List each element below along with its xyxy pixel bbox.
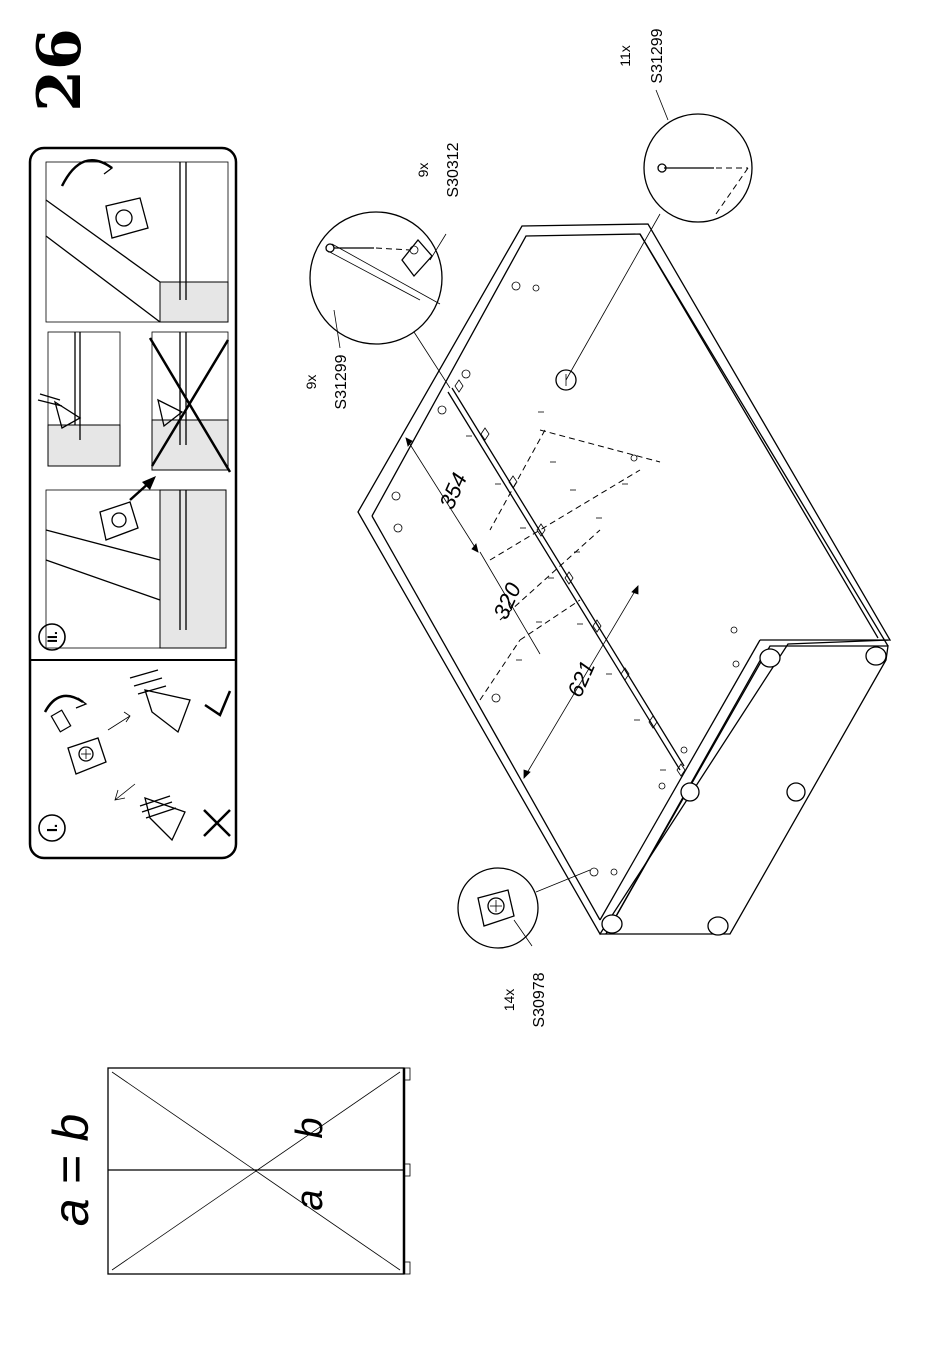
diagonal-label-a: a (289, 1189, 331, 1210)
callout-cam-code: S30978 (531, 972, 548, 1027)
step-number: 26 (25, 28, 95, 112)
detail-cam (458, 868, 590, 948)
diagonal-label-b: b (289, 1117, 331, 1138)
callout-nail-left-qty: 9x (303, 375, 319, 390)
svg-text:9x: 9x (415, 163, 431, 178)
callout-cam-qty: 14x (501, 989, 517, 1012)
svg-text:9x: 9x (303, 375, 319, 390)
svg-text:b: b (289, 1117, 331, 1138)
panel-2-label: II. (39, 624, 65, 650)
svg-text:I.: I. (44, 824, 61, 832)
svg-text:S30978: S30978 (531, 972, 548, 1027)
callout-nail-left-code: S31299 (333, 354, 350, 409)
dimension-354: 354 (434, 469, 472, 513)
panel-1-label: I. (39, 815, 65, 841)
svg-text:a = b: a = b (43, 1114, 99, 1227)
svg-text:14x: 14x (501, 989, 517, 1012)
svg-text:11x: 11x (617, 45, 633, 67)
cabinet-isometric (358, 224, 890, 935)
diagonal-check-diagram (108, 1068, 410, 1274)
callout-connector-qty: 9x (415, 163, 431, 178)
callout-nail-top-qty: 11x (617, 45, 633, 67)
svg-text:26: 26 (25, 28, 95, 112)
svg-text:354: 354 (434, 469, 472, 513)
svg-text:S31299: S31299 (649, 28, 666, 83)
svg-text:S30312: S30312 (445, 142, 462, 197)
svg-text:320: 320 (488, 578, 526, 622)
dimension-621: 621 (562, 657, 600, 701)
svg-text:S31299: S31299 (333, 354, 350, 409)
svg-text:621: 621 (562, 657, 600, 701)
dimension-320: 320 (488, 578, 526, 622)
equation-label: a = b (43, 1114, 99, 1227)
callout-nail-top-code: S31299 (649, 28, 666, 83)
detail-connector (310, 212, 450, 388)
svg-text:a: a (289, 1189, 331, 1210)
callout-connector-code: S30312 (445, 142, 462, 197)
